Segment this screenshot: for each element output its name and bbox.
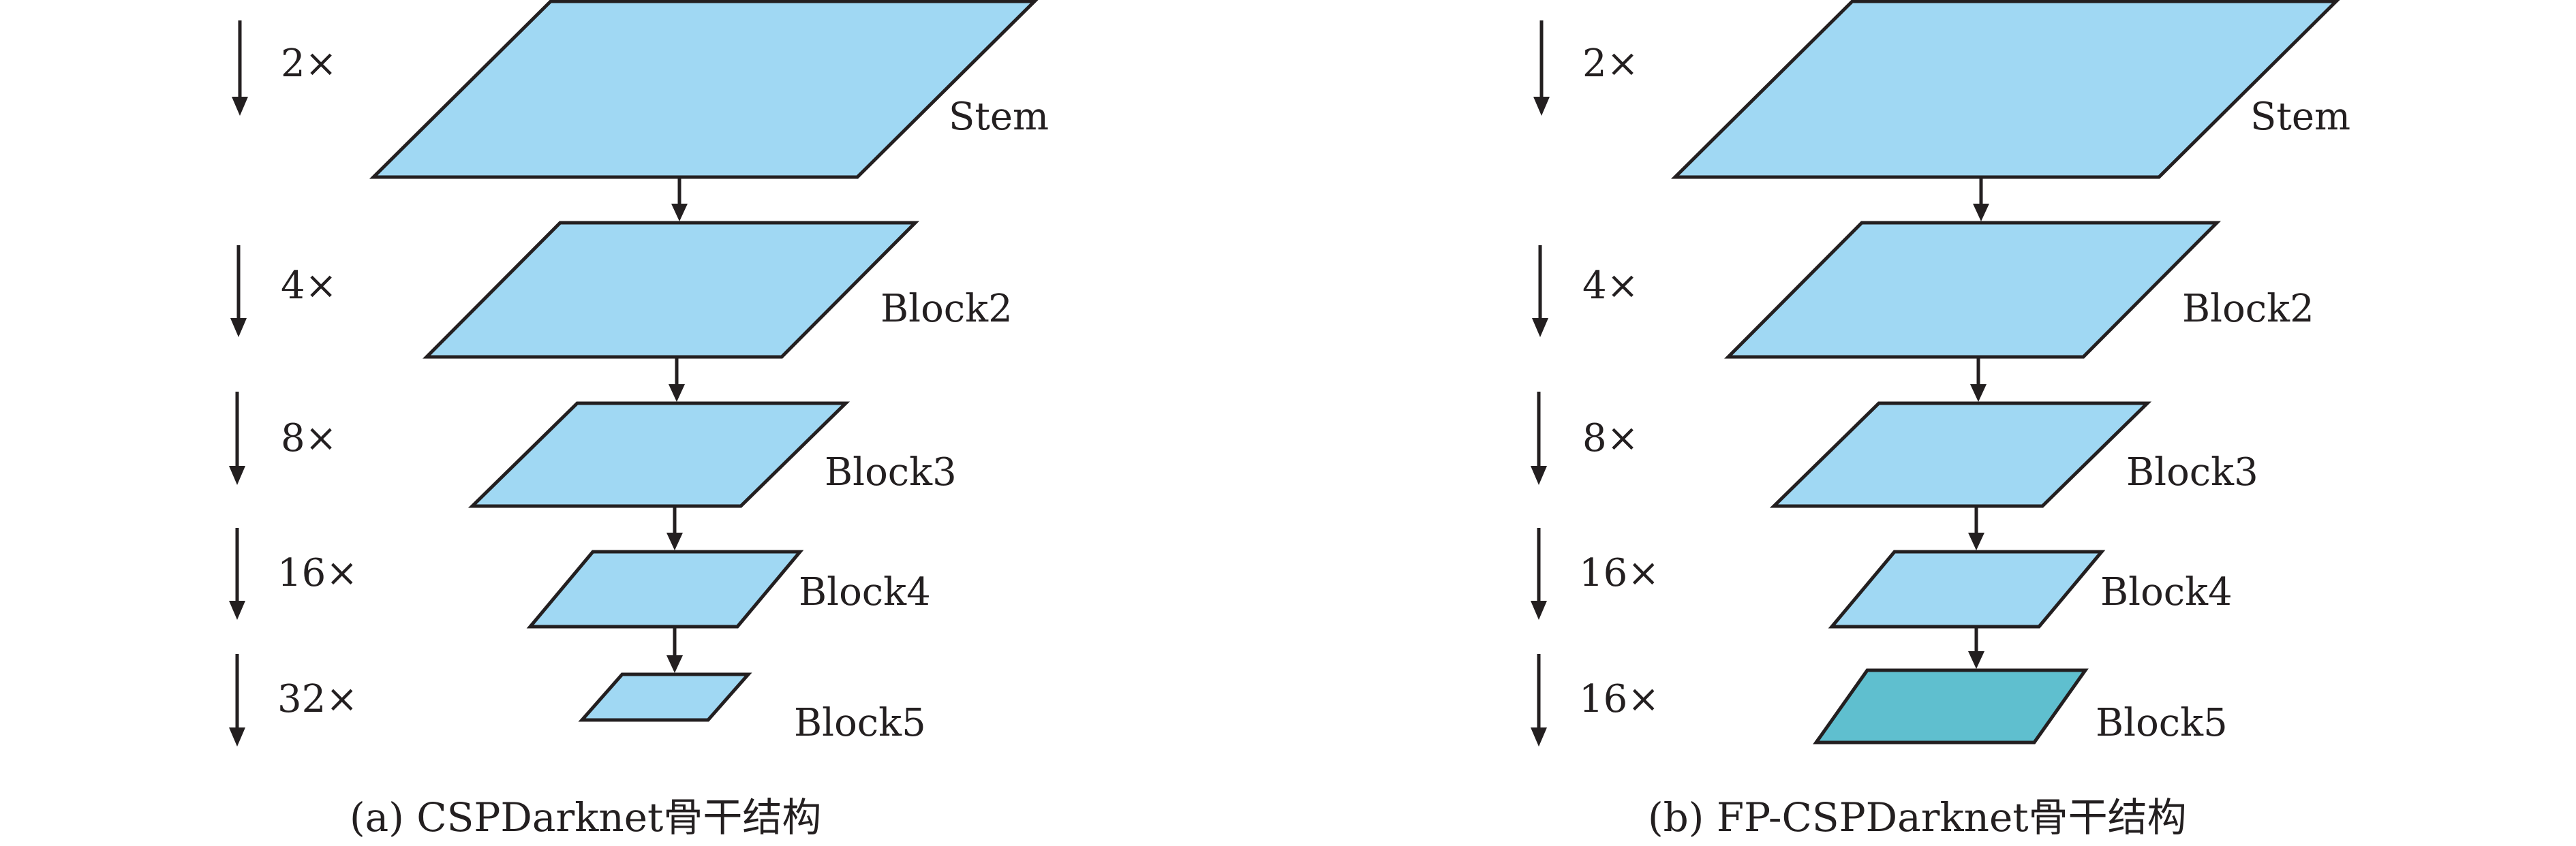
stage-label-block2: Block2 xyxy=(880,287,1013,331)
stage-label-block3: Block3 xyxy=(2126,450,2258,495)
block5-plate xyxy=(578,672,752,722)
stride-label: 4× xyxy=(1582,264,1639,308)
stem-plate xyxy=(1670,0,2340,179)
stage-label-block4: Block4 xyxy=(2100,570,2233,614)
stride-label: 16× xyxy=(277,551,358,595)
flow-arrows xyxy=(666,178,688,673)
stage-label-block5: Block5 xyxy=(794,701,926,745)
stride-arrow xyxy=(229,392,245,485)
stride-arrow xyxy=(1532,245,1548,337)
stride-arrow xyxy=(230,245,247,337)
stride-label: 2× xyxy=(1582,42,1639,86)
stride-arrow xyxy=(229,654,245,747)
stride-arrow xyxy=(1531,392,1547,485)
flow-arrow xyxy=(666,628,683,673)
panel-a: 2× 4× 8× 16× 32× Stem Block2 Block3 Bloc… xyxy=(229,0,1049,841)
flow-arrow xyxy=(666,507,683,550)
panel-caption: (a) CSPDarknet骨干结构 xyxy=(350,794,821,841)
block2-plate xyxy=(1723,221,2222,359)
stage-label-block4: Block4 xyxy=(799,570,931,614)
stage-label-block2: Block2 xyxy=(2182,287,2314,331)
block4-plate xyxy=(526,550,804,629)
flow-arrow xyxy=(1973,178,1989,221)
stride-label: 16× xyxy=(1579,677,1659,721)
stride-arrows xyxy=(1531,20,1550,747)
stride-label: 8× xyxy=(1582,416,1639,460)
block3-plate xyxy=(1769,401,2152,508)
flow-arrows xyxy=(1968,178,1989,669)
flow-arrow xyxy=(1968,628,1984,669)
block4-plate xyxy=(1828,550,2106,629)
stride-arrow xyxy=(1533,20,1550,116)
stage-label-stem: Stem xyxy=(949,95,1049,139)
block3-plate xyxy=(467,401,850,508)
flow-arrow xyxy=(671,178,688,221)
stride-arrows xyxy=(229,20,248,747)
stride-arrow xyxy=(1531,654,1547,747)
panel-b: 2× 4× 8× 16× 16× Stem Block2 Block3 Bloc… xyxy=(1531,0,2350,841)
stride-label: 2× xyxy=(281,42,337,86)
stage-label-stem: Stem xyxy=(2250,95,2350,139)
flow-arrow xyxy=(1968,507,1984,550)
stem-plate xyxy=(369,0,1039,179)
stride-label: 16× xyxy=(1579,551,1659,595)
stage-label-block3: Block3 xyxy=(825,450,957,495)
flow-arrow xyxy=(1970,358,1987,402)
block5-plate-highlighted xyxy=(1813,668,2089,745)
stride-label: 8× xyxy=(281,416,337,460)
stage-label-block5: Block5 xyxy=(2096,701,2228,745)
flow-arrow xyxy=(669,358,685,402)
block2-plate xyxy=(422,221,920,359)
stride-arrow xyxy=(232,20,248,116)
stride-arrow xyxy=(1531,528,1547,620)
stride-label: 4× xyxy=(281,264,337,308)
panel-caption: (b) FP-CSPDarknet骨干结构 xyxy=(1648,794,2187,841)
stride-label: 32× xyxy=(277,677,358,721)
stride-arrow xyxy=(229,528,245,620)
